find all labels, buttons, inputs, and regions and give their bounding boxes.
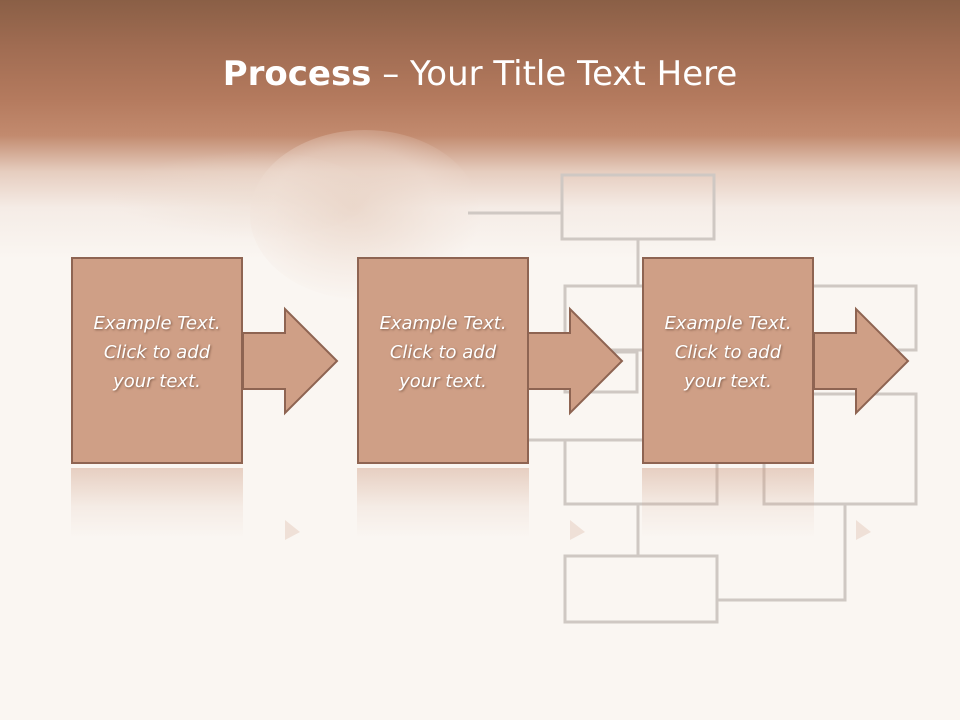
step-text-line: your text. <box>399 371 487 392</box>
arrow-right-icon <box>527 306 624 416</box>
step-text-line: Click to add <box>674 342 782 363</box>
card-reflection <box>357 468 529 538</box>
arrow-right-icon <box>242 306 339 416</box>
title-rest: – Your Title Text Here <box>371 54 738 94</box>
step-text: Example Text. Click to add your text. <box>359 309 527 396</box>
process-step-1[interactable]: Example Text. Click to add your text. <box>71 257 243 464</box>
process-step-3[interactable]: Example Text. Click to add your text. <box>642 257 814 464</box>
step-text-line: Example Text. <box>379 313 507 334</box>
step-text-line: Click to add <box>389 342 497 363</box>
card-reflection <box>71 468 243 538</box>
card-reflection <box>642 468 814 538</box>
title-bold: Process <box>222 54 372 94</box>
step-text-line: Example Text. <box>93 313 221 334</box>
step-text: Example Text. Click to add your text. <box>73 309 241 396</box>
flowchart-box <box>563 554 719 624</box>
step-text-line: Example Text. <box>664 313 792 334</box>
step-text-line: Click to add <box>103 342 211 363</box>
step-text-line: your text. <box>113 371 201 392</box>
flowchart-connector <box>717 504 847 602</box>
process-step-2[interactable]: Example Text. Click to add your text. <box>357 257 529 464</box>
arrow-right-icon <box>813 306 910 416</box>
flowchart-box <box>563 438 719 506</box>
arrow-reflection <box>856 520 871 540</box>
step-text-line: your text. <box>684 371 772 392</box>
arrow-reflection <box>570 520 585 540</box>
slide-title[interactable]: Process – Your Title Text Here <box>0 52 960 96</box>
arrow-reflection <box>285 520 300 540</box>
step-text: Example Text. Click to add your text. <box>644 309 812 396</box>
